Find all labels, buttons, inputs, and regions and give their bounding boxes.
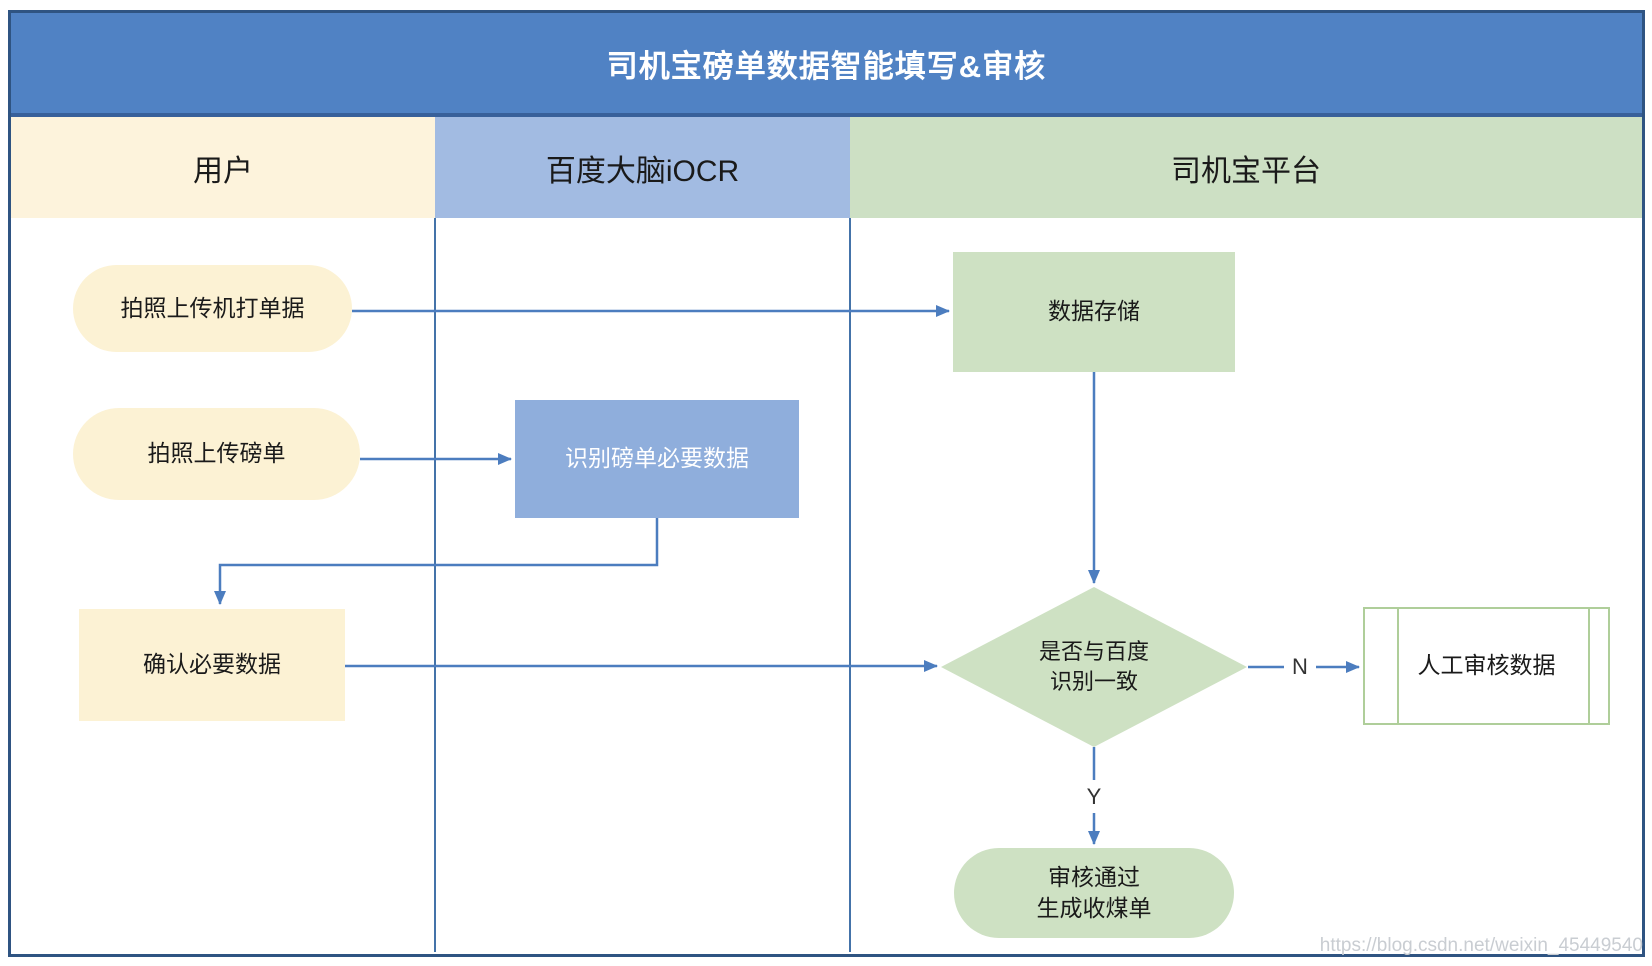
- node-confirm-required-data-label: 确认必要数据: [143, 651, 281, 678]
- node-manual-review-label: 人工审核数据: [1417, 652, 1556, 679]
- edge-label-no: N: [1292, 654, 1308, 679]
- lane-header-user-label: 用户: [193, 154, 253, 188]
- lane-header-user: 用户: [11, 117, 435, 218]
- node-data-storage: 数据存储: [953, 252, 1235, 372]
- node-recognize-weighbill-data-label: 识别磅单必要数据: [565, 445, 749, 472]
- node-upload-weighbill: 拍照上传磅单: [73, 408, 360, 500]
- edge-recognize-to-confirm: [214, 518, 659, 605]
- node-upload-printed-receipt: 拍照上传机打单据: [73, 265, 352, 352]
- diagram-border: [8, 10, 1645, 957]
- diagram-title-bar: 司机宝磅单数据智能填写&审核: [11, 13, 1642, 117]
- lane-header-platform: 司机宝平台: [850, 117, 1642, 218]
- node-approved-generate-coal-receipt-label: 审核通过 生成收煤单: [1036, 863, 1152, 921]
- node-decision-match-baidu-label: 是否与百度 识别一致: [1038, 639, 1149, 694]
- node-confirm-required-data: 确认必要数据: [79, 609, 345, 721]
- node-approved-generate-coal-receipt: 审核通过 生成收煤单: [954, 848, 1234, 938]
- node-manual-review: 人工审核数据: [1363, 607, 1610, 725]
- node-upload-printed-receipt-label: 拍照上传机打单据: [120, 294, 305, 321]
- lane-header-baidu-iocr: 百度大脑iOCR: [435, 117, 850, 218]
- watermark-url: https://blog.csdn.net/weixin_45449540: [1319, 935, 1643, 956]
- predefined-process-left-bar: [1397, 609, 1399, 723]
- lane-header-platform-label: 司机宝平台: [1171, 154, 1321, 188]
- lane-header-baidu-iocr-label: 百度大脑iOCR: [545, 154, 740, 188]
- node-data-storage-label: 数据存储: [1048, 298, 1140, 325]
- edge-label-yes: Y: [1086, 784, 1102, 809]
- predefined-process-right-bar: [1588, 609, 1590, 723]
- node-recognize-weighbill-data: 识别磅单必要数据: [515, 400, 799, 518]
- diagram-title: 司机宝磅单数据智能填写&审核: [606, 48, 1047, 84]
- node-upload-weighbill-label: 拍照上传磅单: [147, 440, 286, 467]
